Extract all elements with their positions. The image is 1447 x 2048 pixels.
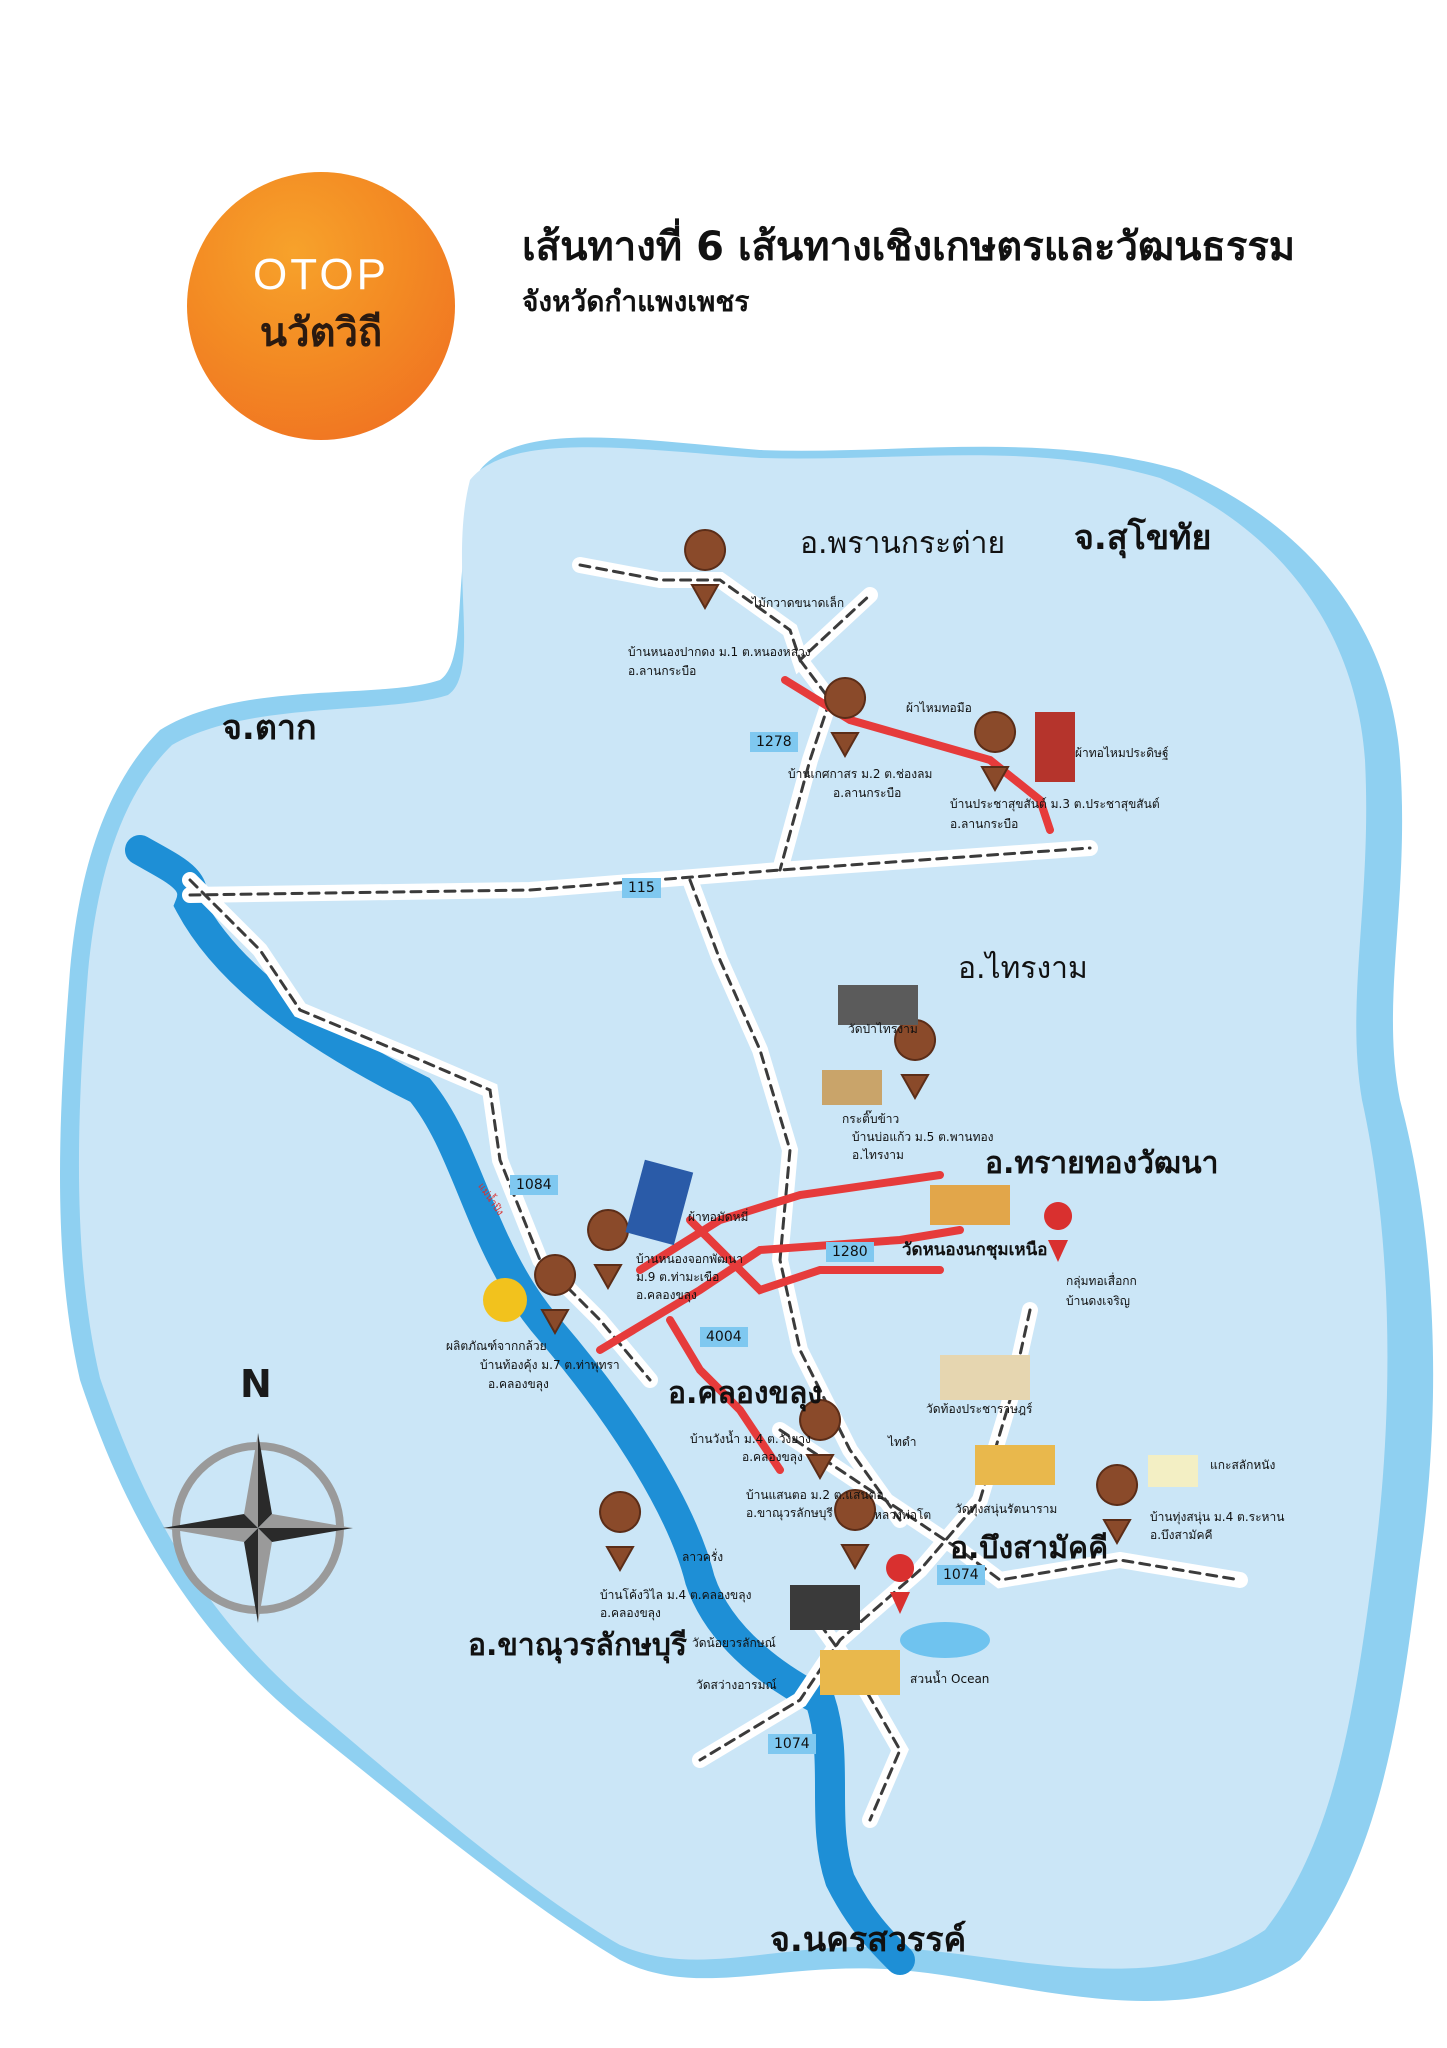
poi-label: บ้านแสนตอ ม.2 ต.แสนตอ [746, 1488, 884, 1502]
poi-pins [534, 529, 1138, 1573]
poi-sublabel: อ.ขาณุวรลักษบุรี [746, 1506, 833, 1520]
map-land [78, 447, 1388, 1969]
poi-sublabel: อ.คลองขลุง [742, 1450, 803, 1464]
poi-label: บ้านท้องคุ้ง ม.7 ต.ท่าพุทรา [480, 1358, 620, 1372]
logo-otop-text: OTOP [253, 250, 389, 299]
poi-label: วัดสว่างอารมณ์ [696, 1678, 777, 1692]
poi-label: บ้านหนองจอกพัฒนา [636, 1252, 743, 1266]
poi-label: ไทดำ [888, 1435, 917, 1449]
pin-icon [684, 529, 726, 611]
poi-sublabel: อ.ลานกระบือ [950, 817, 1019, 831]
temple-nongnok-icon [930, 1185, 1010, 1225]
poi-sublabel: อ.คลองขลุง [636, 1288, 697, 1302]
district-label-traingam: อ.ไทรงาม [958, 951, 1088, 986]
temple-thungsanun-icon [975, 1445, 1055, 1485]
poi-label: หลวงพ่อโต [874, 1508, 932, 1522]
district-label-khlongkhlung: อ.คลองขลุง [668, 1376, 823, 1411]
poi-label: ผลิตภัณฑ์จากกล้วย [446, 1339, 547, 1353]
province-label-tak: จ.ตาก [222, 708, 317, 748]
compass [163, 1433, 353, 1623]
pin-icon [834, 1489, 876, 1571]
poi-label: วัดป่าไทรงาม [848, 1022, 918, 1036]
poi-sublabel: อ.คลองขลุง [600, 1606, 661, 1620]
road-number: 4004 [700, 1327, 748, 1347]
tour-routes [596, 676, 1054, 1474]
temple-traingam-icon [838, 985, 918, 1025]
poi-sublabel: อ.ไทรงาม [852, 1148, 904, 1162]
district-label-saithong: อ.ทรายทองวัฒนา [985, 1146, 1219, 1181]
red-pin-icon [1044, 1202, 1073, 1262]
province-label-sukhothai: จ.สุโขทัย [1074, 518, 1212, 558]
poi-label: บ้านประชาสุขสันต์ ม.3 ต.ประชาสุขสันต์ [950, 797, 1160, 811]
poi-label: ผ้าทอไหมประดิษฐ์ [1075, 746, 1169, 760]
house-icon [790, 1585, 860, 1630]
pin-icon [974, 711, 1016, 793]
poi-sublabel: อ.บึงสามัคคี [1150, 1528, 1213, 1542]
poi-sublabel: บ้านดงเจริญ [1066, 1294, 1131, 1308]
poi-label: บ้านทุ่งสนุ่น ม.4 ต.ระหาน [1150, 1510, 1285, 1524]
road-number: 1074 [937, 1565, 985, 1585]
pin-icon [799, 1399, 841, 1481]
temple-sawang-icon [820, 1650, 900, 1695]
pin-icon [587, 1209, 629, 1291]
road-number: 115 [622, 878, 661, 898]
otop-logo: OTOP นวัตวิถี [187, 172, 455, 440]
province-label-nakhonsawan: จ.นครสวรรค์ [770, 1920, 967, 1960]
road-number: 1278 [750, 732, 798, 752]
poi-sublabel: ม.9 ต.ท่ามะเขือ [636, 1270, 720, 1284]
logo-subtitle-text: นวัตวิถี [259, 310, 383, 356]
page-title: เส้นทางที่ 6 เส้นทางเชิงเกษตรและวัฒนธรรม [522, 224, 1296, 270]
poi-label: กลุ่มทอเสื่อกก [1066, 1274, 1137, 1288]
roads [182, 557, 1248, 1828]
red-pin-icon [886, 1554, 915, 1614]
poi-label: บ้านหนองปากดง ม.1 ต.หนองหลวง [628, 645, 811, 659]
compass-north-label: N [240, 1362, 272, 1406]
pin-icon [534, 1254, 576, 1336]
district-label-bueng: อ.บึงสามัคคี [950, 1531, 1109, 1566]
ping-river [125, 835, 915, 1975]
poi-label: บ้านโค้งวิไล ม.4 ต.คลองขลุง [600, 1588, 752, 1602]
pin-icon [599, 1491, 641, 1573]
pin-icon [824, 677, 866, 759]
poi-sublabel: อ.คลองขลุง [488, 1377, 549, 1391]
poi-label: ลาวครั่ง [682, 1550, 724, 1564]
road-number: 1084 [510, 1175, 558, 1195]
road-number: 1280 [826, 1242, 874, 1262]
poi-label: ผ้าไหมทอมือ [906, 701, 972, 715]
temple-thong-icon [940, 1355, 1030, 1400]
poi-label: ไม้กวาดขนาดเล็ก [752, 596, 845, 610]
poi-label: สวนน้ำ Ocean [910, 1672, 990, 1686]
poi-label: วัดน้อยวรลักษณ์ [692, 1636, 776, 1650]
poi-label: วัดทุ่งสนุ่นรัตนาราม [955, 1502, 1058, 1516]
pin-icon [1096, 1464, 1138, 1546]
district-label-phran: อ.พรานกระต่าย [800, 526, 1006, 561]
poi-label: บ้านบ่อแก้ว ม.5 ต.พานทอง [852, 1130, 994, 1144]
poi-label: กระติ๊บข้าว [842, 1112, 900, 1126]
silk-fabric-icon [1035, 712, 1075, 782]
map-pins-red [886, 1202, 1073, 1614]
district-label-khanu: อ.ขาณุวรลักษบุรี [468, 1628, 688, 1663]
poi-sublabel: อ.ลานกระบือ [833, 786, 902, 800]
poi-label: แกะสลักหนัง [1210, 1458, 1276, 1472]
banana-icon [483, 1278, 527, 1322]
poi-illustrations [483, 712, 1198, 1695]
poi-label: บ้านเกศกาสร ม.2 ต.ช่องลม [788, 767, 933, 781]
poi-label: บ้านวังน้ำ ม.4 ต.วังยาง [690, 1432, 811, 1446]
leather-carving-icon [1148, 1455, 1198, 1487]
poi-label: วัดท้องประชาราษฎร์ [926, 1402, 1033, 1416]
waterpark-icon [900, 1622, 990, 1658]
poi-label: วัดหนองนกชุมเหนือ [902, 1240, 1048, 1260]
page-subtitle: จังหวัดกำแพงเพชร [522, 285, 750, 318]
poi-label: ผ้าทอมัดหมี่ [688, 1210, 749, 1224]
poi-sublabel: อ.ลานกระบือ [628, 664, 697, 678]
sticky-rice-basket-icon [822, 1070, 882, 1105]
mat-weaving-icon [625, 1159, 694, 1246]
road-number: 1074 [768, 1734, 816, 1754]
